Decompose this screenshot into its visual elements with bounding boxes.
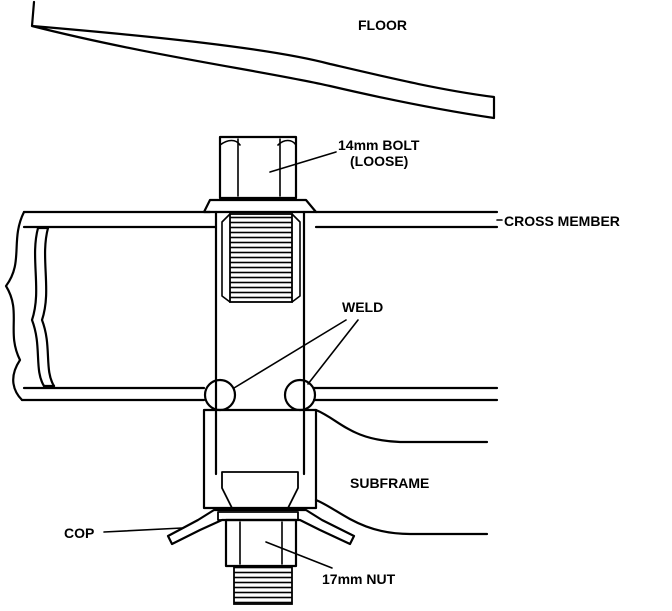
weld-right [283,378,317,412]
label-cross-member: CROSS MEMBER [504,213,620,229]
label-bolt-line2: (LOOSE) [350,153,408,169]
label-nut: 17mm NUT [322,571,396,587]
leader-cop [103,527,183,533]
label-weld: WELD [342,299,383,315]
weld-left [203,378,237,412]
leader-weld-left [233,319,347,389]
leader-nut [265,541,333,569]
nut-thread [233,565,293,605]
label-bolt-line1: 14mm BOLT [338,137,420,153]
label-cop: COP [64,525,94,541]
floor-panel [30,0,496,120]
nut [224,518,298,605]
leader-bolt [269,151,337,173]
bolt-head [202,135,318,214]
cross-member [4,210,499,402]
cup-washer [166,508,356,546]
leader-weld-right [307,319,359,385]
bolt-shank [214,210,306,476]
bolt-thread [229,213,293,303]
label-floor: FLOOR [358,17,407,33]
subframe [314,408,489,536]
label-subframe: SUBFRAME [350,475,429,491]
subframe-collar [202,408,318,510]
